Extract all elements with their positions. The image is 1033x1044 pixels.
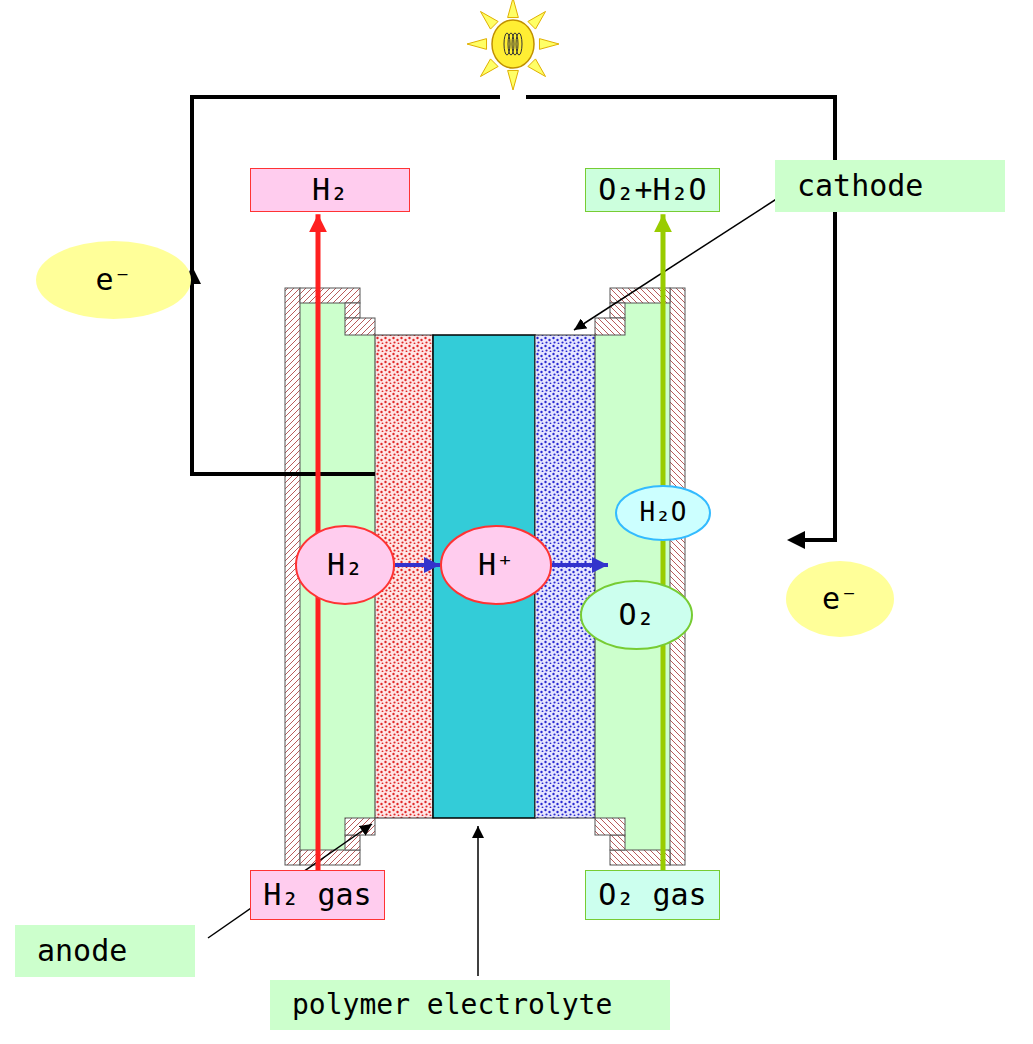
- node-text: O₂: [618, 598, 654, 633]
- part-label: anode: [15, 925, 195, 977]
- external-wire: [192, 97, 500, 474]
- flow-arrow: [395, 563, 440, 567]
- bulb-glass: [492, 20, 534, 68]
- node-text: anode: [37, 934, 127, 969]
- node-text: polymer electrolyte: [292, 989, 612, 1021]
- output-box: O₂+H₂O: [585, 168, 720, 213]
- node-text: cathode: [797, 169, 923, 204]
- light-ray: [539, 39, 559, 50]
- electron-bubble: e⁻: [35, 240, 192, 320]
- node-text: O₂ gas: [598, 878, 706, 913]
- current-arrow: [787, 531, 805, 549]
- node-text: H₂ gas: [263, 878, 371, 913]
- part-label: cathode: [775, 160, 1005, 212]
- electron-bubble: e⁻: [785, 560, 895, 638]
- species-bubble: H₂O: [615, 485, 711, 541]
- light-ray: [528, 59, 546, 77]
- flow-arrow: [661, 214, 666, 870]
- light-ray: [467, 39, 487, 50]
- leader-line: [208, 824, 372, 938]
- input-box: O₂ gas: [585, 870, 720, 920]
- node-text: H₂: [312, 173, 348, 208]
- part-label: polymer electrolyte: [270, 980, 670, 1030]
- light-bulb: [467, 0, 559, 90]
- leader-line: [477, 826, 479, 976]
- species-bubble: O₂: [580, 580, 693, 650]
- species-bubble: H⁺: [440, 525, 552, 605]
- species-bubble: H₂: [295, 525, 395, 605]
- node-text: H₂: [327, 548, 363, 583]
- light-ray: [508, 70, 519, 90]
- light-ray: [480, 59, 498, 77]
- node-text: e⁻: [95, 263, 131, 298]
- leader-line: [574, 198, 778, 330]
- light-ray: [508, 0, 519, 18]
- node-text: H₂O: [640, 498, 687, 528]
- output-box: H₂: [250, 168, 410, 213]
- node-text: e⁻: [822, 582, 858, 617]
- node-text: O₂+H₂O: [598, 173, 706, 208]
- filament-coil: [516, 33, 522, 55]
- node-text: H⁺: [478, 548, 514, 583]
- cell-housing: [595, 288, 685, 865]
- light-ray: [528, 11, 546, 29]
- light-ray: [480, 11, 498, 29]
- flow-arrow: [552, 563, 608, 567]
- input-box: H₂ gas: [250, 870, 385, 920]
